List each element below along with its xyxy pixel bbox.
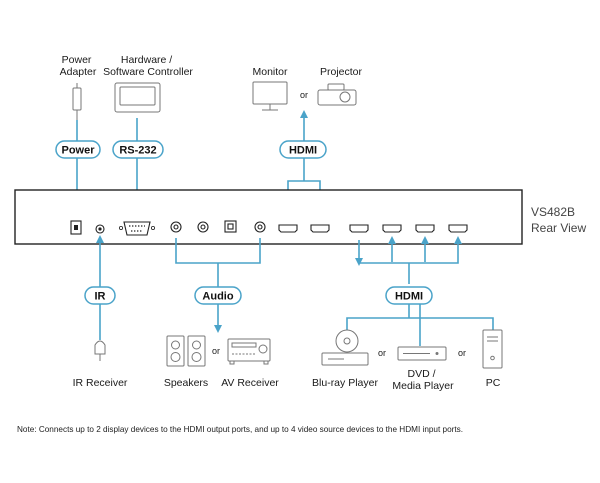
rs232-port-icon <box>119 221 155 236</box>
rs232-pill: RS-232 <box>112 140 164 159</box>
av-receiver-icon <box>227 338 271 365</box>
pc-label: PC <box>486 377 501 389</box>
projector-label: Projector <box>320 66 363 78</box>
hdmi-in-port-3-icon <box>415 224 435 233</box>
or-text-source-2: or <box>458 348 466 358</box>
pc-icon <box>482 329 503 369</box>
dvd-label: DVD / Media Player <box>392 368 454 392</box>
ir-port-icon <box>95 224 105 234</box>
ir-receiver-icon <box>94 340 106 361</box>
or-text-source-1: or <box>378 348 386 358</box>
svg-text:RS-232: RS-232 <box>119 145 156 157</box>
power-port-icon <box>70 220 82 235</box>
ir-receiver-label: IR Receiver <box>73 377 128 389</box>
power-pill: Power <box>55 140 101 159</box>
hdmi-in-port-2-icon <box>382 224 402 233</box>
svg-text:Audio: Audio <box>202 291 233 303</box>
monitor-icon <box>252 81 288 111</box>
switch-chassis <box>14 189 523 245</box>
hdmi-out-pill: HDMI <box>279 140 327 159</box>
ir-pill: IR <box>84 286 116 305</box>
hdmi-out-port-1-icon <box>278 224 298 233</box>
hdmi-in-port-4-icon <box>448 224 468 233</box>
audio-pill: Audio <box>194 286 242 305</box>
bluray-player-icon <box>321 329 369 366</box>
note-text: Note: Connects up to 2 display devices t… <box>17 425 463 434</box>
view-label: Rear View <box>531 221 586 235</box>
or-text: or <box>300 90 308 100</box>
av-receiver-label: AV Receiver <box>221 377 279 389</box>
audio-port-2-icon <box>197 221 209 233</box>
power-adapter-label: Power Adapter <box>60 54 97 78</box>
power-adapter-icon <box>72 83 82 120</box>
optical-port-icon <box>224 220 237 233</box>
monitor-label: Monitor <box>252 66 288 78</box>
hdmi-in-pill: HDMI <box>385 286 433 305</box>
bluray-label: Blu-ray Player <box>312 377 378 389</box>
speakers-icon <box>166 335 206 367</box>
hdmi-out-port-2-icon <box>310 224 330 233</box>
or-text-audio: or <box>212 346 220 356</box>
hdmi-in-bracket <box>358 262 459 264</box>
speakers-label: Speakers <box>164 377 208 389</box>
svg-text:HDMI: HDMI <box>289 145 317 157</box>
controller-icon <box>114 82 161 113</box>
svg-text:HDMI: HDMI <box>395 291 423 303</box>
svg-text:IR: IR <box>95 291 106 303</box>
projector-icon <box>317 83 357 106</box>
controller-label: Hardware / Software Controller <box>103 54 193 78</box>
audio-port-3-icon <box>254 221 266 233</box>
dvd-player-icon <box>397 346 447 361</box>
audio-port-1-icon <box>170 221 182 233</box>
svg-text:Power: Power <box>61 145 95 157</box>
hdmi-in-port-1-icon <box>349 224 369 233</box>
model-label: VS482B <box>531 205 575 219</box>
